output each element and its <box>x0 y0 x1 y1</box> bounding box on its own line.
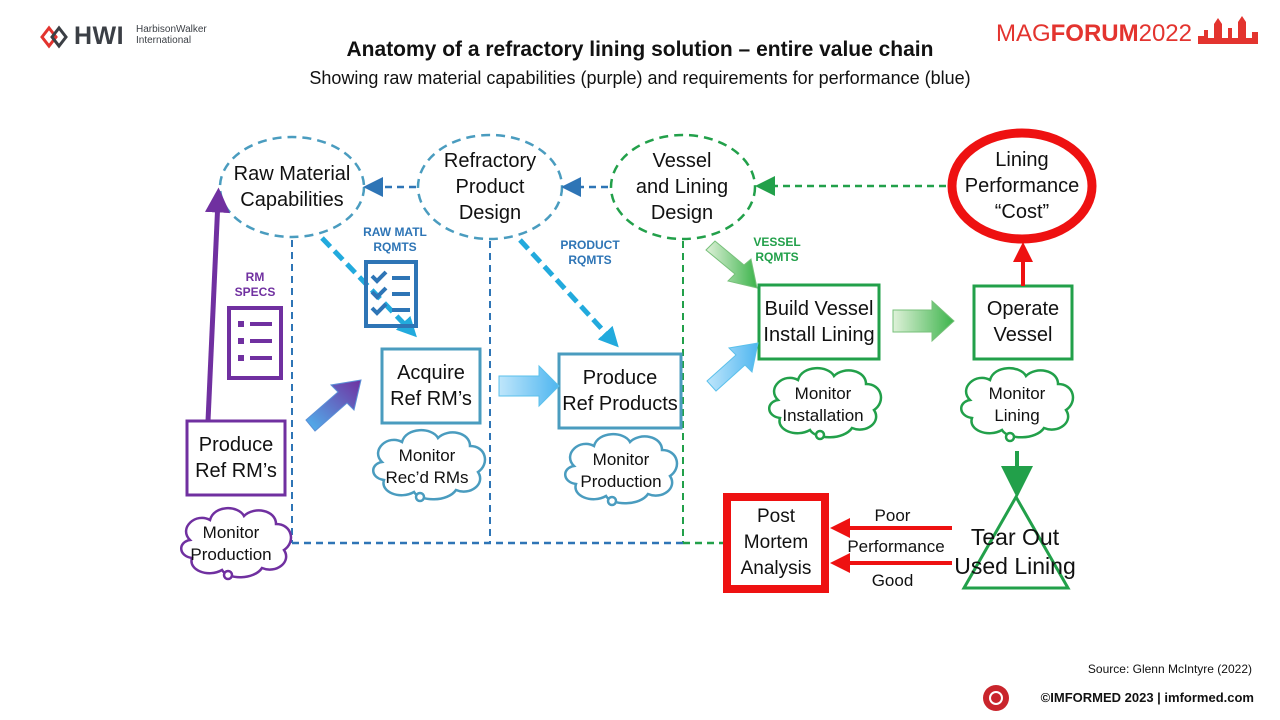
checklist-icon <box>364 260 418 328</box>
hwi-brand: HWI <box>74 22 125 50</box>
tear-out-triangle <box>961 493 1071 590</box>
source-note: Source: Glenn McIntyre (2022) <box>1087 662 1252 676</box>
produce-ref-products-box <box>557 352 683 430</box>
cloud-monitor-production-purple <box>180 507 293 581</box>
acquire-ref-rms-box <box>380 347 482 425</box>
rm-specs-arrow <box>204 187 230 422</box>
imformed-logo-icon <box>983 685 1009 711</box>
label-good: Good <box>871 571 914 590</box>
green-block-arrow-operate <box>892 299 955 343</box>
magforum-logo: MAGFORUM2022 <box>996 20 1192 48</box>
label-poor: Poor <box>874 506 911 525</box>
cloud-monitor-installation <box>768 367 883 441</box>
magforum-forum: FORUM <box>1050 20 1139 47</box>
lining-performance-ellipse <box>947 128 1097 244</box>
post-mortem-box <box>723 493 829 593</box>
produce-ref-rms-box <box>185 419 287 497</box>
purple-block-arrow <box>305 379 362 432</box>
cloud-monitor-lining <box>960 367 1075 443</box>
green-block-arrow-vessel-rqmts <box>705 240 758 289</box>
blue-block-arrow-1 <box>498 364 560 408</box>
hwi-sub-line1: HarbisonWalker <box>136 24 207 35</box>
cloud-monitor-recd-rms <box>372 429 487 503</box>
operate-vessel-box <box>972 284 1074 361</box>
city-skyline-icon <box>1198 16 1258 44</box>
rm-specs-document-icon <box>227 306 283 380</box>
hwi-sub-line2: International <box>136 35 192 46</box>
cloud-monitor-production-blue <box>564 433 679 507</box>
magforum-mag: MAG <box>995 20 1051 47</box>
label-performance: Performance <box>847 537 945 556</box>
footer-copyright: ©IMFORMED 2023 | imformed.com <box>1040 690 1254 705</box>
hwi-subtitle: HarbisonWalker International <box>136 24 207 46</box>
page-subtitle: Showing raw material capabilities (purpl… <box>309 68 971 88</box>
build-vessel-box <box>757 283 881 361</box>
page-title: Anatomy of a refractory lining solution … <box>346 38 934 61</box>
magforum-year: 2022 <box>1138 20 1192 47</box>
hwi-logo-mark-icon <box>40 25 68 49</box>
product-rqmts-arrow <box>518 238 619 348</box>
blue-block-arrow-2 <box>706 342 759 392</box>
